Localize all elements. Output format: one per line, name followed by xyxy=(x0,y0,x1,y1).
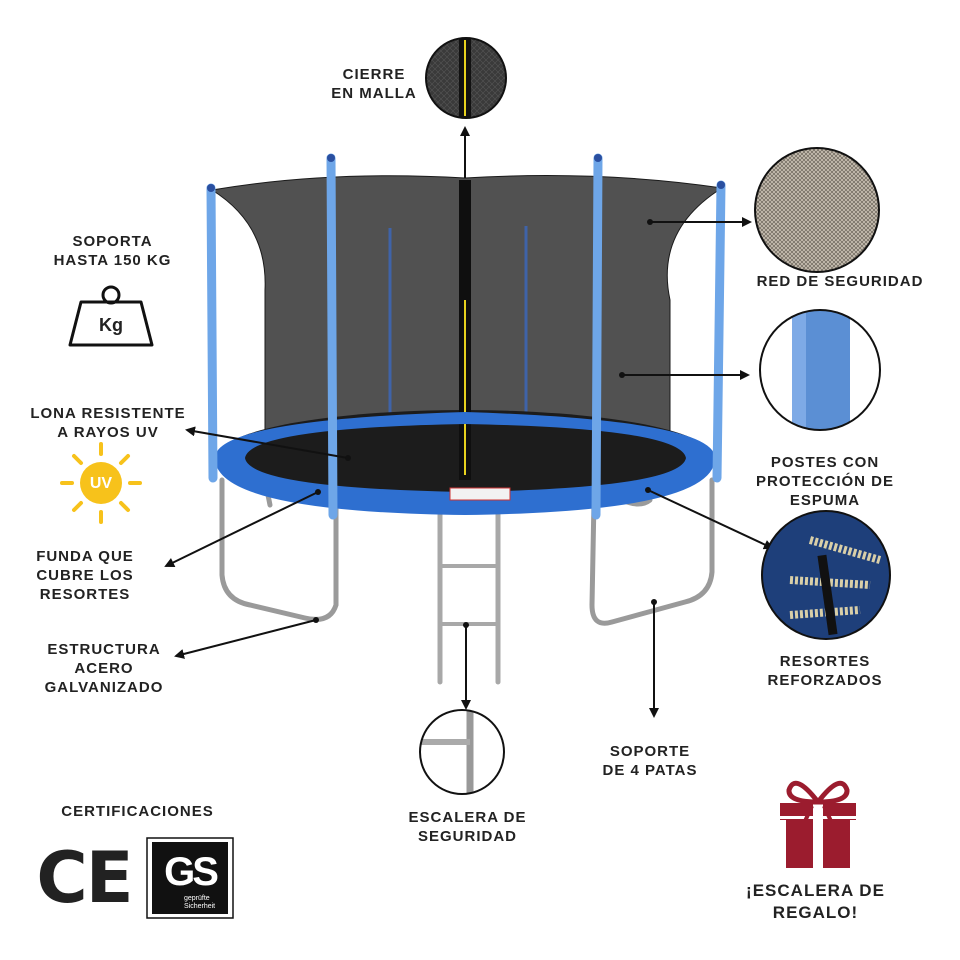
uv-icon-text: UV xyxy=(89,475,113,492)
spring-cover-pad xyxy=(215,412,715,515)
weight-icon xyxy=(68,285,154,347)
ladder xyxy=(437,509,501,685)
gs-mark-text: GS xyxy=(164,850,219,894)
gs-certification-mark xyxy=(146,837,234,919)
label-red-de-seguridad: RED DE SEGURIDAD xyxy=(756,273,924,290)
callout-arrows xyxy=(164,126,774,718)
gift-icon xyxy=(780,780,856,868)
springs-detail-circle xyxy=(761,510,891,640)
ladder-detail-circle xyxy=(419,709,505,795)
pole-detail-circle xyxy=(759,309,881,431)
net-detail-circle xyxy=(754,147,880,273)
ce-mark: CE xyxy=(36,837,133,919)
label-certificaciones: CERTIFICACIONES xyxy=(61,803,214,820)
kg-icon-text: Kg xyxy=(99,315,123,335)
foam-poles xyxy=(206,153,726,520)
zipper-detail-circle xyxy=(425,37,507,119)
uv-sun-icon xyxy=(60,442,142,524)
inner-net-poles xyxy=(388,226,528,440)
